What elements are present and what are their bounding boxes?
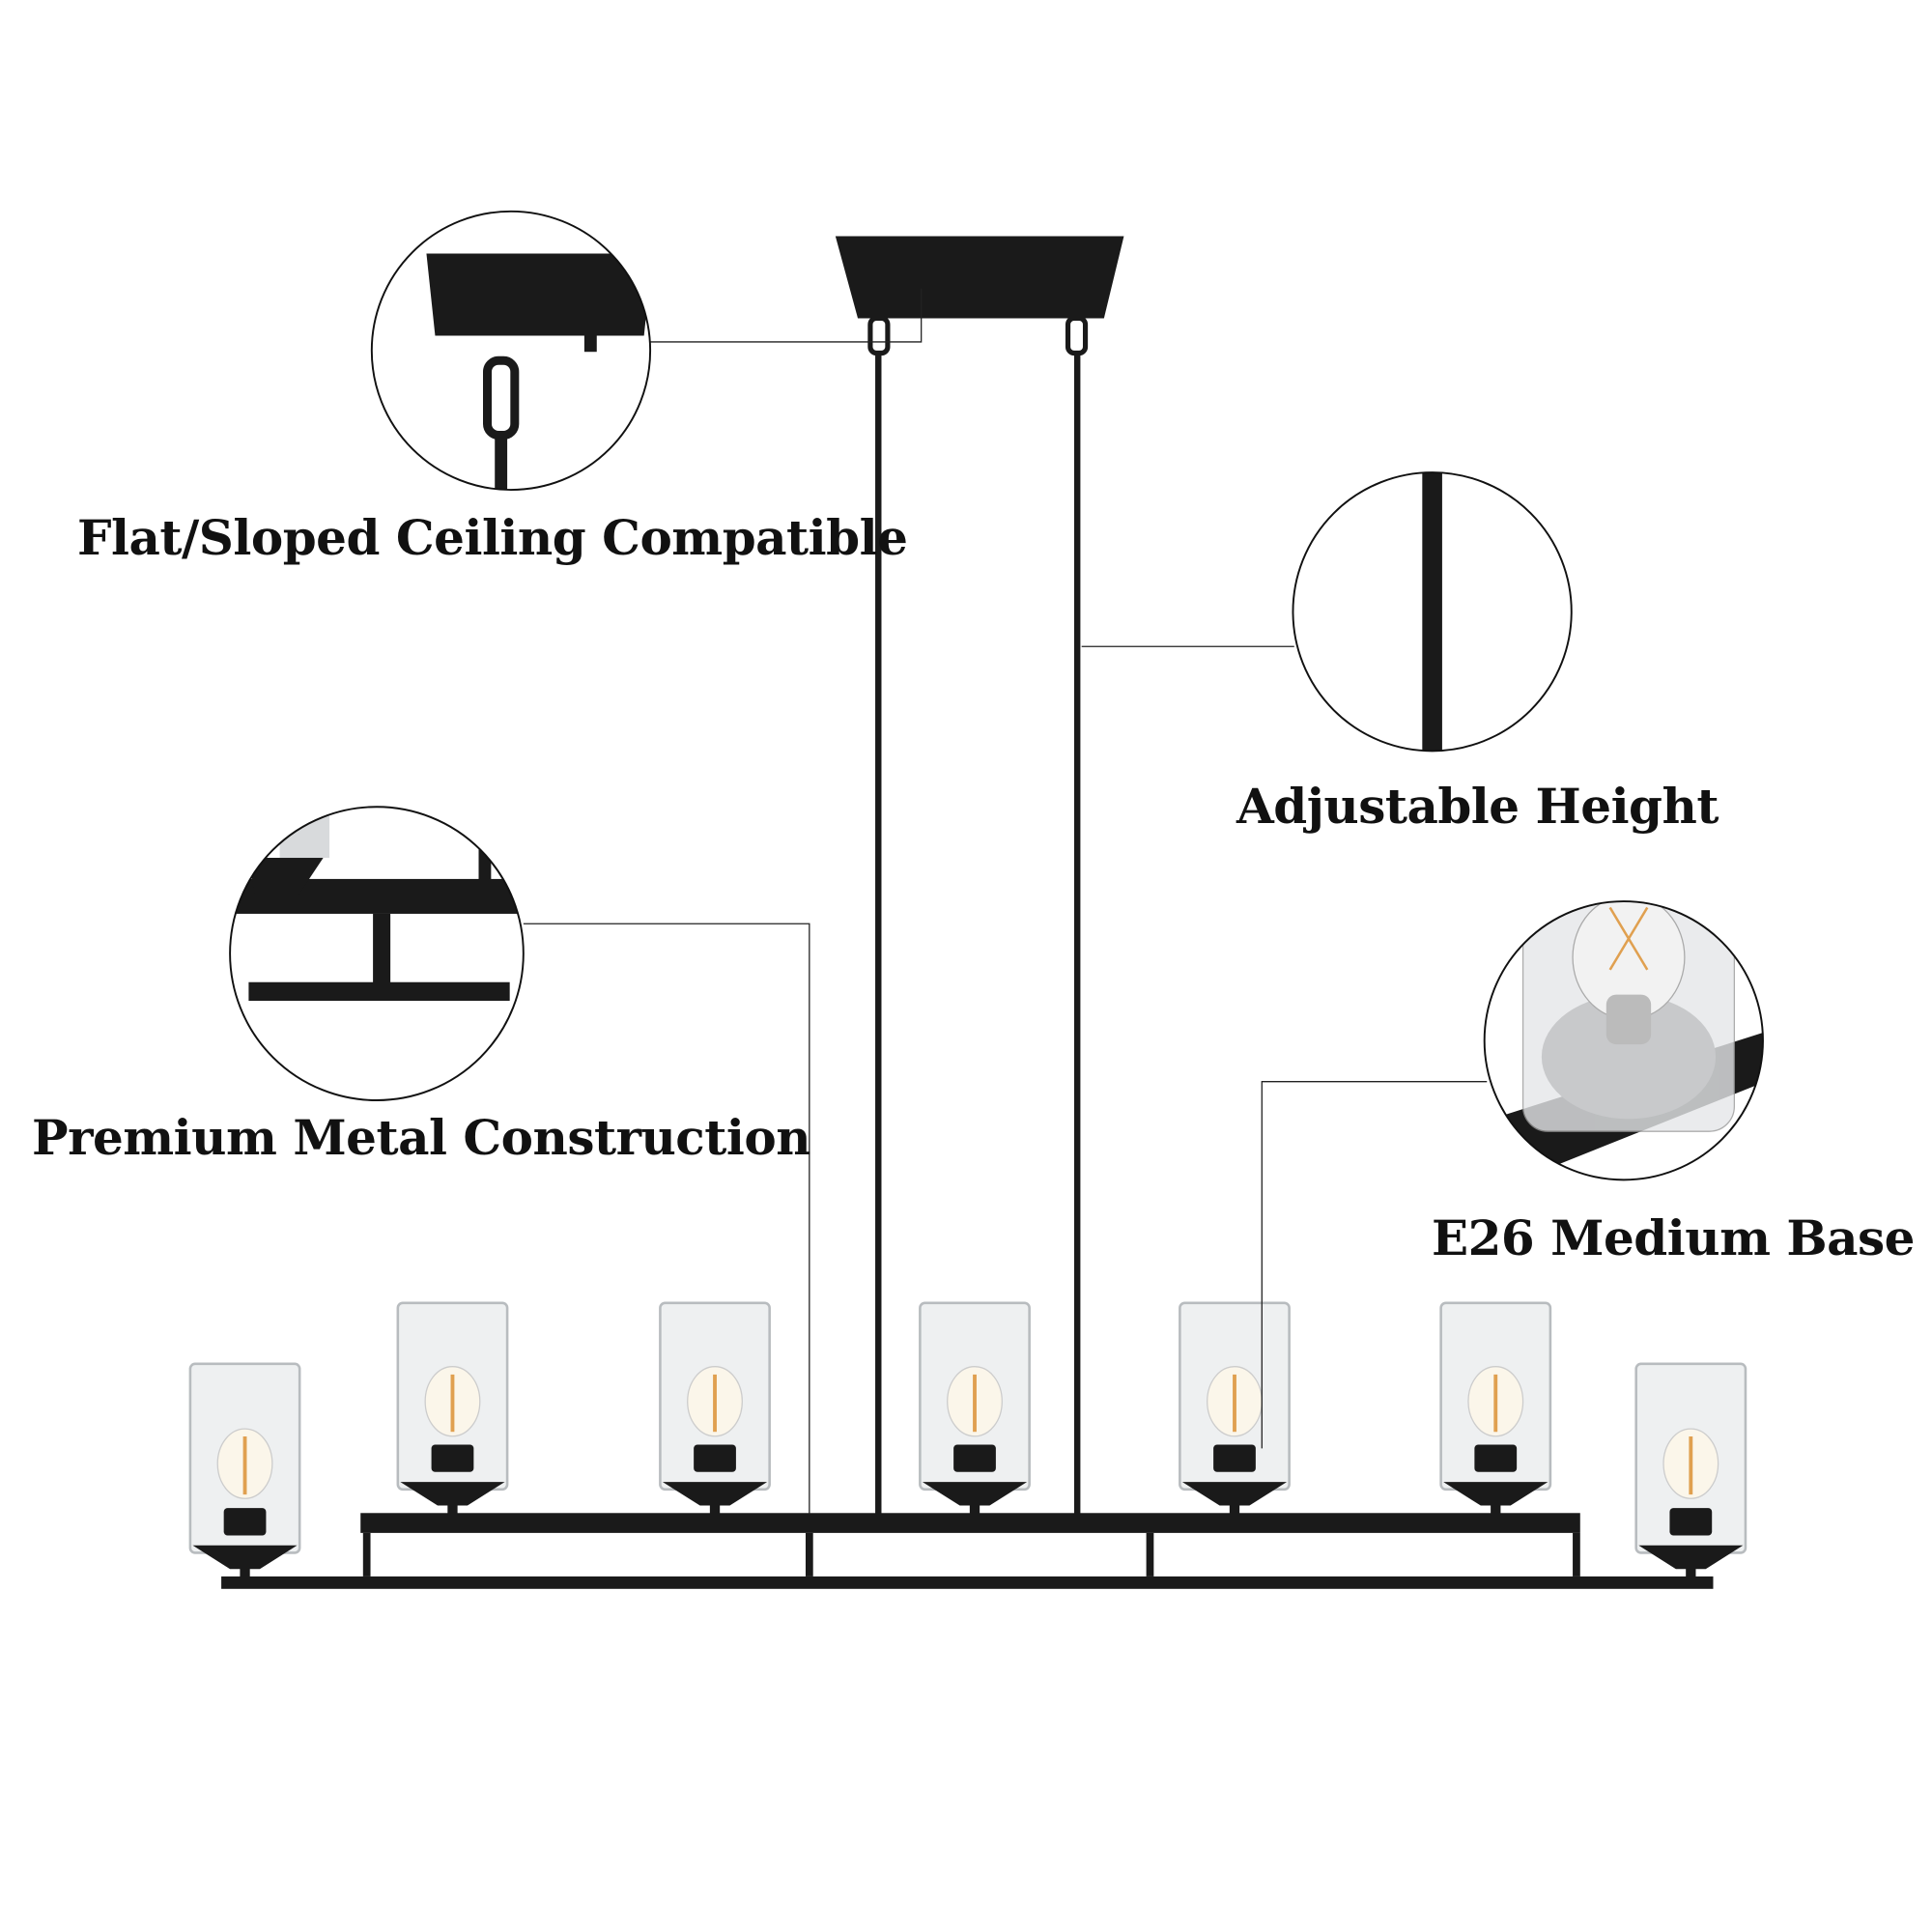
detail-circle-frame	[229, 806, 525, 1101]
lamp-5	[1179, 1301, 1291, 1516]
feature-label-base: E26 Medium Base	[1432, 1209, 1916, 1266]
lamp-4	[919, 1301, 1031, 1516]
lamp-1	[188, 1362, 301, 1579]
lamp-6	[1439, 1301, 1552, 1516]
lamps	[188, 1301, 1747, 1579]
detail-circle-canopy	[370, 210, 652, 492]
lamp-2	[396, 1301, 509, 1516]
feature-label-ceiling: Flat/Sloped Ceiling Compatible	[77, 509, 908, 566]
detail-circle-rod	[1292, 471, 1573, 753]
callout-lines	[523, 288, 1488, 1515]
lamp-7	[1634, 1362, 1747, 1579]
metal-frame	[221, 1513, 1714, 1589]
ceiling-canopy	[835, 236, 1124, 356]
suspension-rod-left	[875, 353, 882, 1518]
lamp-3	[659, 1301, 771, 1516]
feature-label-metal: Premium Metal Construction	[32, 1109, 811, 1166]
detail-circle-bulb	[1483, 900, 1764, 1181]
feature-label-height: Adjustable Height	[1236, 778, 1719, 835]
suspension-rod-right	[1073, 353, 1081, 1518]
